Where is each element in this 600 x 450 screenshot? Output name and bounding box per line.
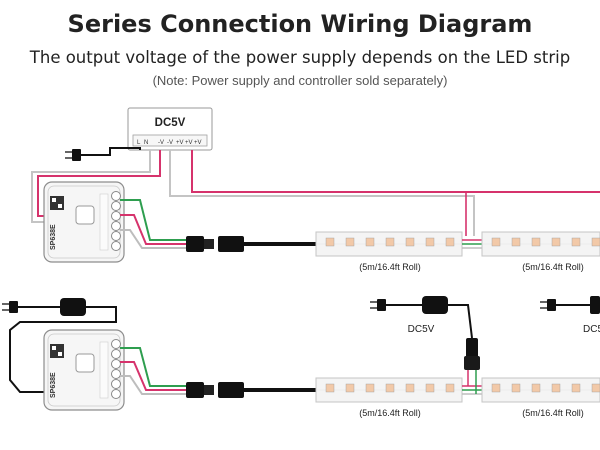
power-adapter-right: DC5 <box>540 296 600 335</box>
led-strip-bottom-1 <box>315 377 463 403</box>
mains-plug-icon-bottom <box>2 301 60 313</box>
led-strip-bottom-2 <box>481 377 600 403</box>
roll-label-top-1: (5m/16.4ft Roll) <box>359 262 421 272</box>
controller-model-bottom: SP638E <box>50 372 57 398</box>
output-negative-wire <box>120 229 186 249</box>
jst-connector-bottom <box>186 382 316 398</box>
output-negative-wire-bottom <box>120 375 186 395</box>
adapter-voltage-middle: DC5V <box>408 324 435 335</box>
positive-wire <box>191 150 600 193</box>
controller-model: SP638E <box>50 224 57 250</box>
controller-positive-wire <box>37 150 161 217</box>
controller-top: SP638E <box>43 181 125 263</box>
terminal-pos-2: +V <box>185 140 193 146</box>
output-positive-wire <box>120 214 186 245</box>
controller-button-bottom <box>75 353 95 373</box>
roll-label-bottom-2: (5m/16.4ft Roll) <box>522 408 584 418</box>
mains-plug-icon <box>65 147 141 161</box>
led-strip-top-2 <box>481 231 600 257</box>
negative-wire <box>169 150 475 236</box>
power-supply: DC5V L N -V -V +V +V +V <box>127 107 213 151</box>
controller-button <box>75 205 95 225</box>
led-strip-top-1 <box>315 231 463 257</box>
output-positive-wire-bottom <box>120 361 186 391</box>
terminal-pos-3: +V <box>194 140 202 146</box>
power-supply-voltage: DC5V <box>155 117 186 129</box>
adapter-voltage-right: DC5 <box>583 324 600 335</box>
terminal-neg-2: -V <box>167 140 173 146</box>
terminal-n: N <box>144 140 148 146</box>
screw-terminals <box>111 191 121 251</box>
diagram-title: Series Connection Wiring Diagram <box>67 10 533 38</box>
terminal-block: L N -V -V +V +V +V <box>137 140 202 146</box>
power-adapter-bottom-left <box>9 298 117 393</box>
power-adapter-middle: DC5V <box>370 296 480 394</box>
terminal-l: L <box>137 140 141 146</box>
screw-terminals-bottom <box>111 339 121 399</box>
diagram-note: (Note: Power supply and controller sold … <box>152 73 448 88</box>
dc-barrel-plug <box>466 338 478 358</box>
dc-female-connector <box>464 356 480 370</box>
controller-negative-wire <box>31 150 151 223</box>
roll-label-bottom-1: (5m/16.4ft Roll) <box>359 408 421 418</box>
terminal-neg-1: -V <box>158 140 164 146</box>
controller-bottom: SP638E <box>43 329 125 411</box>
data-wire <box>120 199 186 241</box>
jst-connector-top <box>186 236 316 252</box>
terminal-pos-1: +V <box>176 140 184 146</box>
roll-label-top-2: (5m/16.4ft Roll) <box>522 262 584 272</box>
data-wire-bottom <box>120 347 186 387</box>
diagram-subtitle: The output voltage of the power supply d… <box>29 48 571 67</box>
